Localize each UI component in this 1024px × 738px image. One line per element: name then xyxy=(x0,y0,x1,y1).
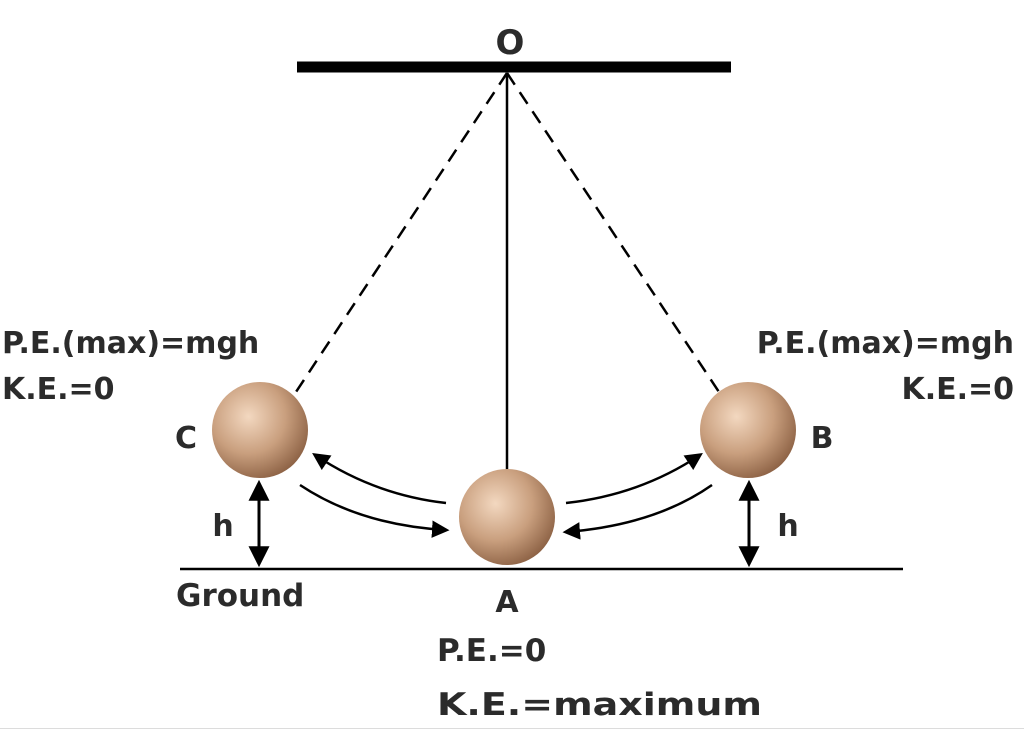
bob-a xyxy=(459,469,555,565)
label-left-ke: K.E.=0 xyxy=(2,372,115,407)
label-right-ke: K.E.=0 xyxy=(901,372,1014,407)
swing-arrow-a-to-c xyxy=(312,453,447,505)
label-ground: Ground xyxy=(176,578,304,614)
label-height-left: h xyxy=(212,509,233,544)
string-dashed-left xyxy=(290,72,509,399)
label-right-pe: P.E.(max)=mgh xyxy=(757,326,1014,361)
swing-arrow-a-to-b xyxy=(565,453,703,505)
label-bob-a: A xyxy=(495,585,519,620)
label-pivot-o: O xyxy=(496,23,525,63)
string-dashed-right xyxy=(505,72,725,399)
label-bob-c: C xyxy=(175,421,197,456)
label-height-right: h xyxy=(777,509,798,544)
bob-c xyxy=(212,382,308,478)
label-bottom-ke: K.E.=maximum xyxy=(437,687,762,723)
bottom-border xyxy=(0,728,1024,729)
label-left-pe: P.E.(max)=mgh xyxy=(2,326,259,361)
label-bottom-pe: P.E.=0 xyxy=(437,633,546,669)
bob-b xyxy=(700,382,796,478)
swing-arrow-b-to-a xyxy=(562,483,713,540)
swing-arrow-c-to-a xyxy=(299,483,450,538)
label-bob-b: B xyxy=(811,421,834,456)
